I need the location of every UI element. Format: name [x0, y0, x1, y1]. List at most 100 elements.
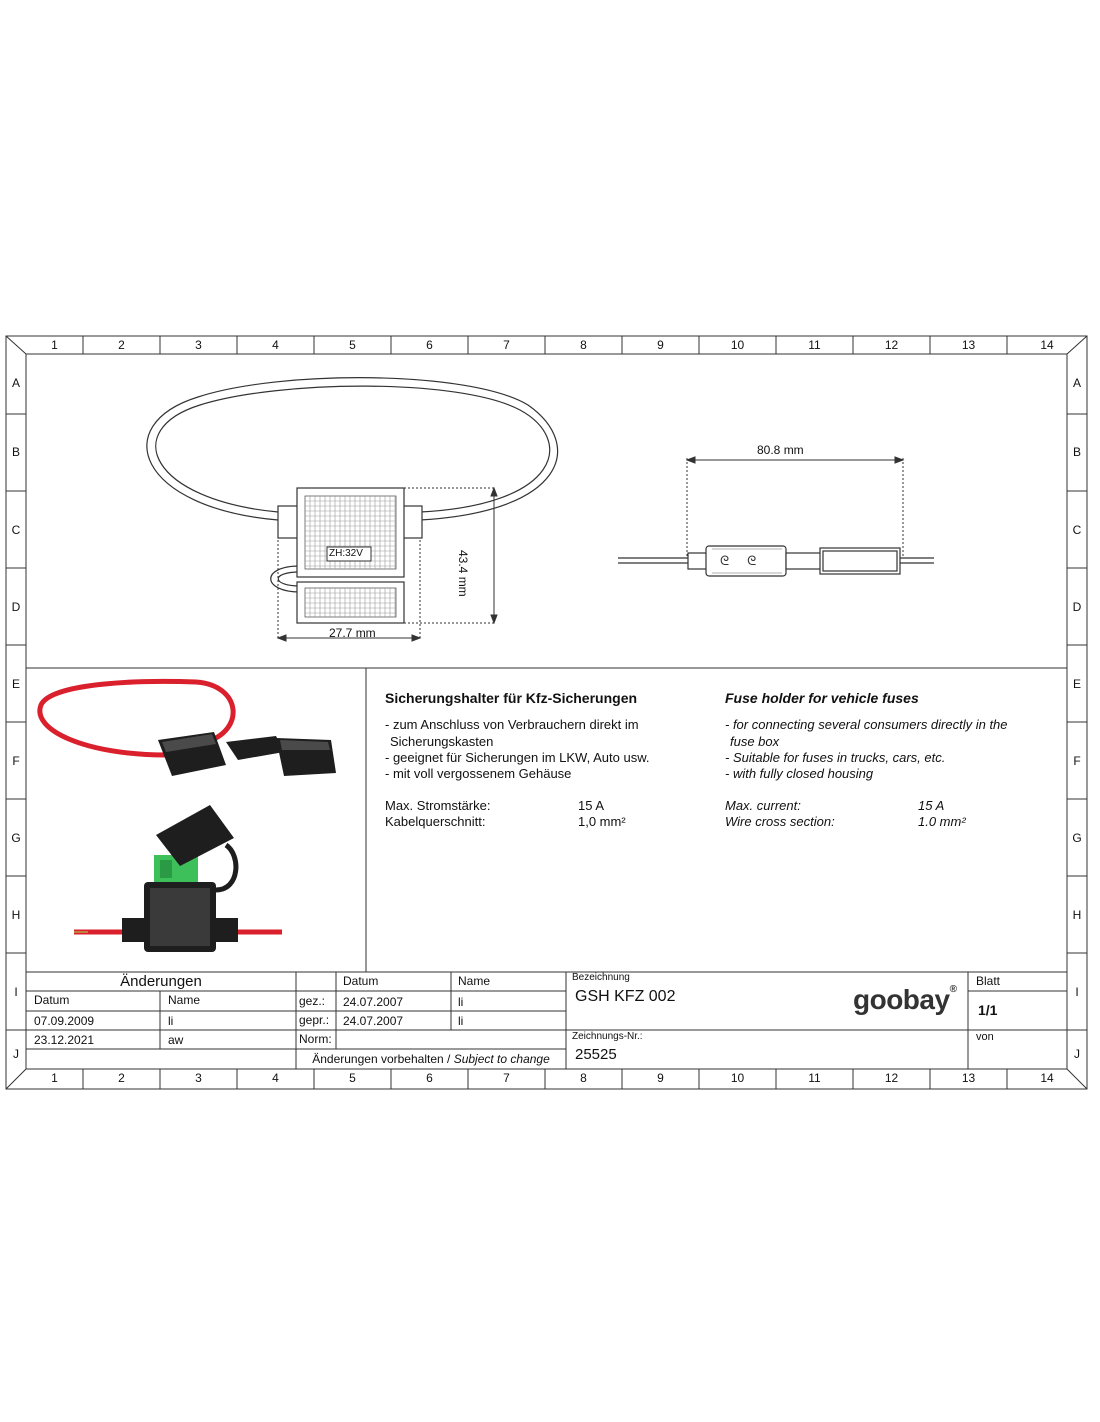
gepr-name: li: [458, 1014, 464, 1028]
gepr-label: gepr.:: [299, 1013, 330, 1027]
zone-row-f-right: F: [1073, 754, 1081, 768]
gepr-date: 24.07.2007: [343, 1014, 404, 1028]
zone-col-1-bottom: 1: [51, 1071, 58, 1085]
zone-col-8: 8: [580, 338, 587, 352]
changes-col-name: Name: [168, 993, 201, 1007]
zone-row-i-right: I: [1075, 985, 1079, 999]
zone-col-8-bottom: 8: [580, 1071, 587, 1085]
dimension-height: 43.4 mm: [456, 550, 470, 597]
zone-row-g: G: [11, 831, 21, 845]
goobay-logo: goobay®: [853, 984, 957, 1016]
fuse-voltage-label: ZH:32V: [329, 548, 363, 559]
changes-col-datum: Datum: [34, 993, 70, 1007]
zone-col-11-bottom: 11: [808, 1071, 821, 1085]
german-spec-label-1: Max. Stromstärke:: [385, 798, 491, 813]
zone-row-c: C: [11, 523, 21, 537]
change-date-1: 07.09.2009: [34, 1014, 95, 1028]
german-bullet-1: - zum Anschluss von Verbrauchern direkt …: [385, 717, 639, 732]
zone-col-5: 5: [349, 338, 356, 352]
bezeichnung-label: Bezeichnung: [572, 972, 630, 983]
german-bullet-3: - geeignet für Sicherungen im LKW, Auto …: [385, 750, 650, 765]
zone-col-9: 9: [657, 338, 664, 352]
zone-row-d: D: [11, 600, 21, 614]
zone-row-h-right: H: [1072, 908, 1082, 922]
german-bullet-4: - mit voll vergossenem Gehäuse: [385, 766, 572, 781]
english-spec-value-2: 1.0 mm²: [918, 814, 966, 829]
german-title: Sicherungshalter für Kfz-Sicherungen: [385, 690, 638, 706]
gez-name: li: [458, 995, 464, 1009]
zeichnung-value: 25525: [575, 1046, 617, 1063]
english-spec-label-2: Wire cross section:: [725, 814, 835, 829]
zone-col-5-bottom: 5: [349, 1071, 356, 1085]
zone-row-d-right: D: [1072, 600, 1082, 614]
german-spec-label-2: Kabelquerschnitt:: [385, 814, 486, 829]
english-spec-label-1: Max. current:: [725, 798, 801, 813]
zone-row-j-right: J: [1074, 1047, 1080, 1061]
zone-col-6-bottom: 6: [426, 1071, 433, 1085]
german-bullet-2: Sicherungskasten: [390, 734, 494, 749]
zone-row-b: B: [11, 445, 20, 459]
zone-row-b-right: B: [1072, 445, 1081, 459]
blatt-label: Blatt: [976, 974, 1001, 988]
change-name-1: li: [168, 1014, 174, 1028]
zone-col-4: 4: [272, 338, 279, 352]
gez-date: 24.07.2007: [343, 995, 404, 1009]
zone-col-11: 11: [808, 338, 821, 352]
zone-row-f: F: [12, 754, 20, 768]
zone-row-g-right: G: [1072, 831, 1082, 845]
subject-de: Änderungen vorbehalten /: [312, 1052, 454, 1066]
datum-header: Datum: [343, 974, 379, 988]
subject-en: Subject to change: [453, 1052, 550, 1066]
changes-header: Änderungen: [120, 973, 202, 990]
name-header: Name: [458, 974, 491, 988]
english-bullet-4: - with fully closed housing: [725, 766, 874, 781]
subject-to-change: Änderungen vorbehalten / Subject to chan…: [296, 1052, 566, 1066]
logo-reg: ®: [949, 984, 957, 995]
logo-text: goobay: [853, 984, 950, 1015]
von-label: von: [976, 1031, 994, 1043]
zone-col-14: 14: [1040, 338, 1054, 352]
zone-col-13-bottom: 13: [961, 1071, 976, 1085]
dimension-length: 80.8 mm: [757, 443, 804, 457]
english-spec-value-1: 15 A: [918, 798, 945, 813]
english-bullet-3: - Suitable for fuses in trucks, cars, et…: [725, 750, 946, 765]
blatt-value: 1/1: [978, 1002, 998, 1018]
zone-col-13: 13: [961, 338, 976, 352]
zone-col-1: 1: [51, 338, 58, 352]
zone-col-9-bottom: 9: [657, 1071, 664, 1085]
zone-row-i: I: [14, 985, 18, 999]
change-date-2: 23.12.2021: [34, 1033, 95, 1047]
zone-col-2-bottom: 2: [118, 1071, 125, 1085]
dimension-width: 27.7 mm: [329, 626, 376, 640]
zone-row-h: H: [11, 908, 21, 922]
zone-row-e: E: [11, 677, 20, 691]
zone-row-e-right: E: [1072, 677, 1081, 691]
german-spec-value-1: 15 A: [578, 798, 605, 813]
zone-col-10: 10: [730, 338, 745, 352]
zone-col-12-bottom: 12: [884, 1071, 899, 1085]
zone-col-10-bottom: 10: [730, 1071, 745, 1085]
change-name-2: aw: [168, 1033, 184, 1047]
english-title: Fuse holder for vehicle fuses: [725, 690, 919, 706]
zone-row-a: A: [11, 376, 20, 390]
zone-row-a-right: A: [1072, 376, 1081, 390]
zone-col-2: 2: [118, 338, 125, 352]
zeichnung-label: Zeichnungs-Nr.:: [572, 1031, 643, 1042]
english-bullet-2: fuse box: [730, 734, 780, 749]
zone-col-3-bottom: 3: [195, 1071, 202, 1085]
product-photo: [37, 678, 336, 952]
zone-row-c-right: C: [1072, 523, 1082, 537]
zone-col-6: 6: [426, 338, 433, 352]
bezeichnung-value: GSH KFZ 002: [575, 988, 676, 1005]
zone-row-j: J: [13, 1047, 19, 1061]
norm-label: Norm:: [299, 1032, 332, 1046]
zone-col-14-bottom: 14: [1040, 1071, 1054, 1085]
zone-col-7: 7: [503, 338, 510, 352]
side-view-symbol: ᘓᘓ: [720, 553, 775, 568]
zone-col-4-bottom: 4: [272, 1071, 279, 1085]
zone-col-7-bottom: 7: [503, 1071, 510, 1085]
english-bullet-1: - for connecting several consumers direc…: [725, 717, 1008, 732]
